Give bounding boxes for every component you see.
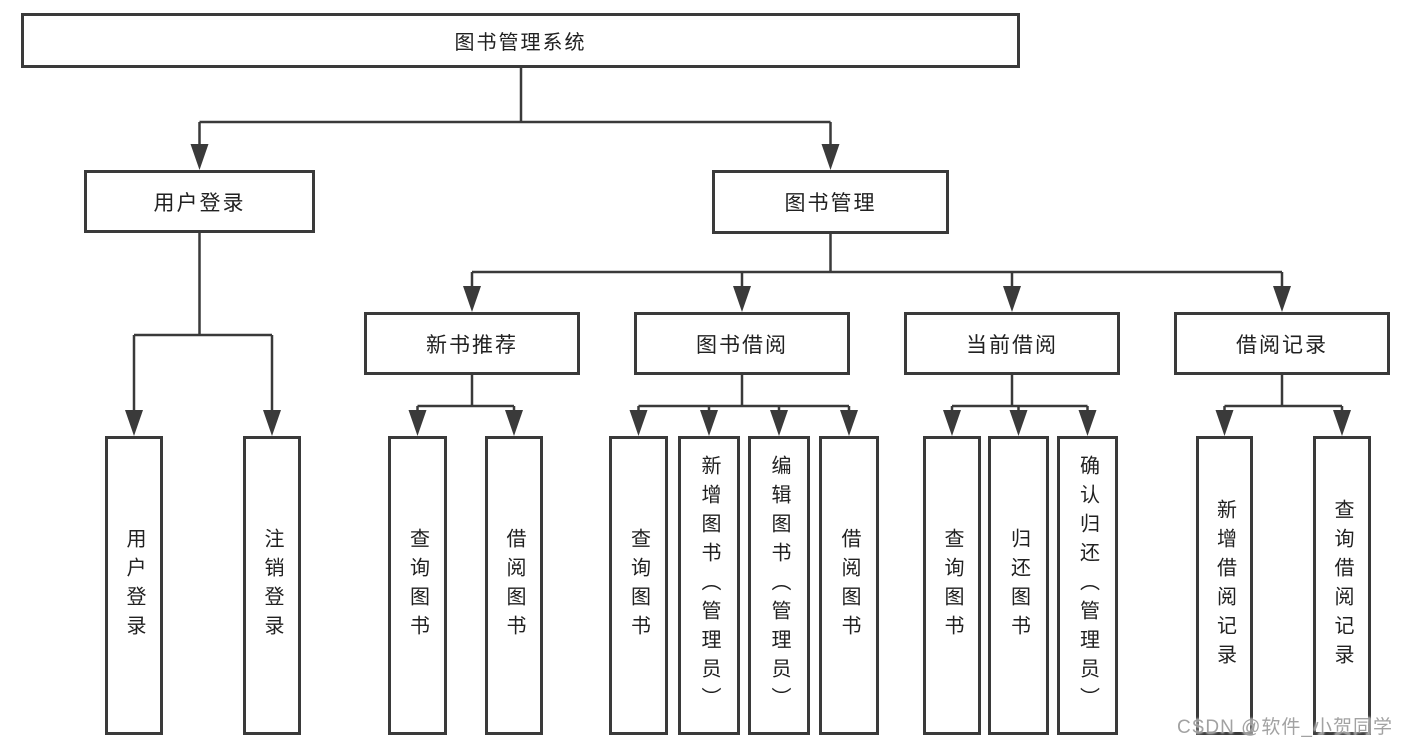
leaf-add-borrow-record-label: 新增借阅记录: [1213, 498, 1236, 673]
arrowhead: [505, 410, 523, 436]
leaf-borrow-query-books-label: 查询图书: [627, 527, 650, 644]
node-new-book-recommend-label: 新书推荐: [426, 333, 518, 357]
node-root: 图书管理系统: [21, 13, 1020, 68]
connector-current-borrow-branch: [943, 375, 1097, 436]
node-user-login: 用户登录: [84, 170, 315, 233]
node-root-label: 图书管理系统: [454, 32, 587, 54]
leaf-recommend-query-books-label: 查询图书: [406, 527, 429, 644]
leaf-user-login-label: 用户登录: [123, 527, 145, 644]
arrowhead: [733, 286, 751, 312]
arrowhead: [770, 410, 788, 436]
node-book-management-label: 图书管理: [784, 192, 877, 215]
connector-book-management-branch: [463, 234, 1291, 312]
arrowhead: [263, 410, 281, 436]
leaf-borrow-query-books: 查询图书: [609, 436, 668, 735]
connector-user-login-branch: [125, 233, 281, 436]
arrowhead: [1078, 410, 1097, 436]
node-user-login-label: 用户登录: [153, 191, 246, 215]
node-current-borrow: 当前借阅: [904, 312, 1120, 375]
leaf-logout: 注销登录: [243, 436, 301, 735]
node-current-borrow-label: 当前借阅: [966, 333, 1058, 357]
arrowhead: [821, 144, 840, 170]
arrowhead: [629, 410, 648, 436]
leaf-add-books-admin: 新增图书（管理员）: [678, 436, 740, 735]
connector-book-borrow-branch: [629, 375, 858, 436]
node-book-management: 图书管理: [712, 170, 949, 234]
arrowhead: [408, 410, 427, 436]
node-book-borrow-label: 图书借阅: [696, 333, 788, 357]
leaf-add-books-admin-label: 新增图书（管理员）: [698, 455, 720, 716]
node-borrow-records: 借阅记录: [1174, 312, 1390, 375]
arrowhead: [463, 286, 481, 312]
leaf-confirm-return-admin-label: 确认归还（管理员）: [1076, 455, 1099, 716]
leaf-recommend-borrow-books: 借阅图书: [485, 436, 543, 735]
watermark: CSDN @软件_小贺同学: [1177, 717, 1393, 738]
arrowhead: [1273, 286, 1291, 312]
leaf-query-borrow-record: 查询借阅记录: [1313, 436, 1371, 735]
leaf-logout-label: 注销登录: [261, 527, 283, 644]
node-borrow-records-label: 借阅记录: [1236, 333, 1328, 357]
leaf-current-query-books: 查询图书: [923, 436, 981, 735]
leaf-edit-books-admin-label: 编辑图书（管理员）: [768, 455, 790, 716]
node-new-book-recommend: 新书推荐: [364, 312, 580, 375]
node-book-borrow: 图书借阅: [634, 312, 850, 375]
leaf-borrow-books-label: 借阅图书: [838, 527, 860, 644]
leaf-return-books: 归还图书: [988, 436, 1049, 735]
arrowhead: [1333, 410, 1351, 436]
leaf-query-borrow-record-label: 查询借阅记录: [1331, 498, 1353, 673]
arrowhead: [190, 144, 209, 170]
connector-borrow-record-branch: [1215, 375, 1351, 436]
leaf-recommend-query-books: 查询图书: [388, 436, 447, 735]
leaf-edit-books-admin: 编辑图书（管理员）: [748, 436, 810, 735]
leaf-current-query-books-label: 查询图书: [941, 527, 963, 644]
leaf-confirm-return-admin: 确认归还（管理员）: [1057, 436, 1118, 735]
leaf-return-books-label: 归还图书: [1007, 527, 1030, 644]
arrowhead: [125, 410, 143, 436]
leaf-borrow-books: 借阅图书: [819, 436, 879, 735]
arrowhead: [1009, 410, 1028, 436]
leaf-user-login: 用户登录: [105, 436, 163, 735]
leaf-add-borrow-record: 新增借阅记录: [1196, 436, 1253, 735]
arrowhead: [1215, 410, 1234, 436]
arrowhead: [700, 410, 718, 436]
connector-root-branch: [190, 68, 840, 170]
connector-new-book-branch: [408, 375, 523, 436]
arrowhead: [840, 410, 858, 436]
arrowhead: [943, 410, 961, 436]
leaf-recommend-borrow-books-label: 借阅图书: [503, 527, 525, 644]
arrowhead: [1003, 286, 1021, 312]
